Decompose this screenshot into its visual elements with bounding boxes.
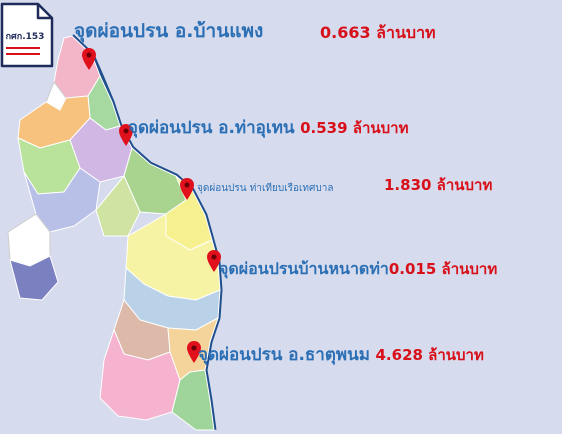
amount-value: 4.628 ล้านบาท bbox=[375, 346, 484, 364]
amount-value: 0.015 ล้านบาท bbox=[388, 260, 498, 278]
document-icon: กศก.153 bbox=[0, 2, 54, 68]
point-label: จุดผ่อนปรน อ.ท่าอุเทน 0.539 ล้านบาท bbox=[128, 114, 408, 141]
point-label: จุดผ่อนปรน ท่าเทียบเรือเทศบาล bbox=[197, 176, 333, 196]
amount-value: 0.539 ล้านบาท bbox=[300, 119, 409, 137]
amount-value: 1.830 ล้านบาท bbox=[384, 176, 493, 194]
place-name: จุดผ่อนปรน อ.ธาตุพนม bbox=[198, 345, 370, 365]
map-pin-icon[interactable] bbox=[180, 178, 194, 200]
document-code: กศก.153 bbox=[5, 32, 45, 42]
map-pin-icon[interactable] bbox=[207, 250, 221, 272]
point-label: จุดผ่อนปรนบ้านหนาดท่า0.015 ล้านบาท bbox=[219, 257, 497, 282]
point-amount: 0.663 ล้านบาท bbox=[320, 21, 436, 46]
map-pin-icon[interactable] bbox=[82, 48, 96, 70]
place-name: จุดผ่อนปรน อ.บ้านแพง bbox=[74, 20, 264, 42]
map-pin-icon[interactable] bbox=[187, 341, 201, 363]
district-region bbox=[171, 369, 215, 431]
point-label: จุดผ่อนปรน อ.บ้านแพง bbox=[74, 16, 263, 46]
amount-value: 0.663 ล้านบาท bbox=[320, 23, 436, 42]
place-name: จุดผ่อนปรน อ.ท่าอุเทน bbox=[128, 118, 295, 138]
point-label: จุดผ่อนปรน อ.ธาตุพนม 4.628 ล้านบาท bbox=[198, 341, 484, 368]
point-amount: 1.830 ล้านบาท bbox=[384, 173, 492, 197]
place-name: จุดผ่อนปรน ท่าเทียบเรือเทศบาล bbox=[197, 183, 334, 194]
map-pin-icon[interactable] bbox=[119, 124, 133, 146]
place-name: จุดผ่อนปรนบ้านหนาดท่า bbox=[219, 259, 389, 278]
district-region bbox=[9, 255, 59, 301]
district-region bbox=[95, 175, 141, 237]
